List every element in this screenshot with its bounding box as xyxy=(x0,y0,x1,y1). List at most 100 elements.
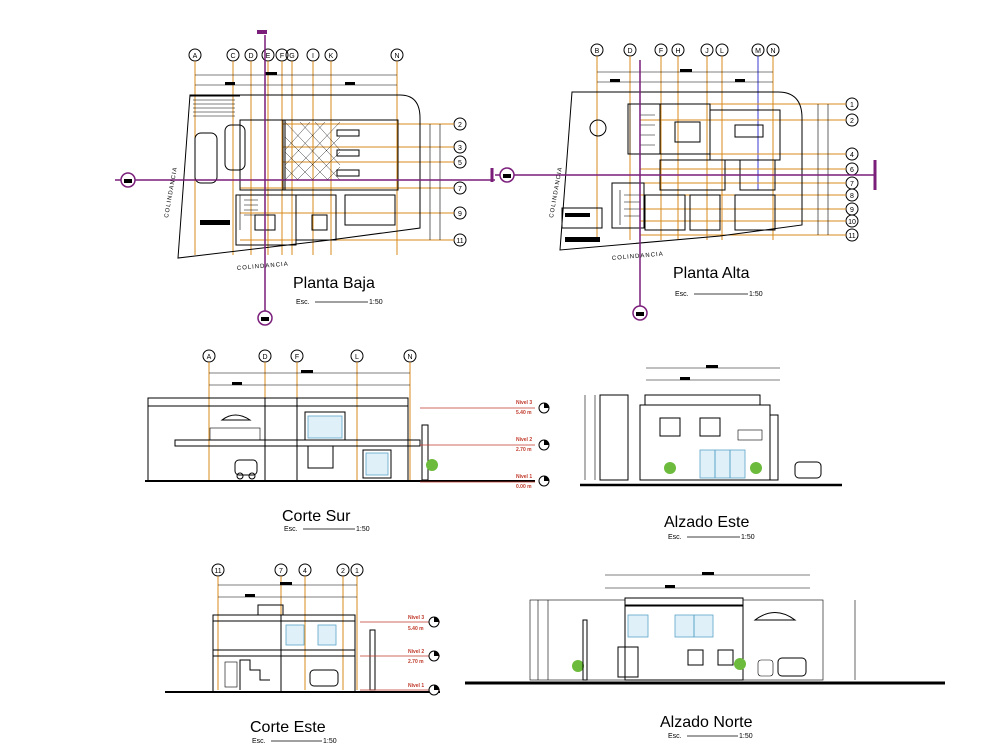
svg-text:5: 5 xyxy=(458,160,462,167)
level-name: Nivel 3 xyxy=(408,615,424,621)
alzado-norte-scale-value: 1:50 xyxy=(739,733,753,740)
section-marker-icon xyxy=(257,310,273,326)
level-name: Nivel 2 xyxy=(516,437,532,443)
svg-text:2: 2 xyxy=(458,122,462,129)
level-value: 5.40 m xyxy=(408,626,424,632)
svg-text:H: H xyxy=(675,48,680,55)
car-icon xyxy=(194,132,218,184)
axis-bubble-3: 3 xyxy=(283,140,467,154)
section-marker-icon xyxy=(632,305,648,321)
car-icon xyxy=(309,669,339,687)
corte-sur-section xyxy=(145,397,535,482)
alzado-norte-scale-label: Esc. xyxy=(668,733,682,740)
corte-sur-drawing: A D F L N xyxy=(145,349,550,533)
svg-text:N: N xyxy=(394,53,399,60)
axis-bubble-6: 6 xyxy=(640,162,859,176)
alzado-este-scale-value: 1:50 xyxy=(741,534,755,541)
planta-alta-section-markers xyxy=(490,60,877,321)
axis-bubble-d: D xyxy=(244,48,258,255)
level-marker-icon xyxy=(428,684,440,696)
svg-text:D: D xyxy=(262,354,267,361)
axis-bubble-2: 2 xyxy=(283,117,467,131)
axis-bubble-i: I xyxy=(306,48,320,255)
planta-alta-row-axes: 1 2 4 6 7 8 9 10 11 xyxy=(640,97,859,242)
svg-text:7: 7 xyxy=(279,568,283,575)
axis-bubble-11: 11 xyxy=(211,563,225,690)
level-marker-icon xyxy=(538,402,550,414)
axis-bubble-j: J xyxy=(700,43,714,240)
svg-text:J: J xyxy=(705,48,709,55)
svg-text:B: B xyxy=(595,48,600,55)
level-value: 0.00 m xyxy=(516,484,532,490)
level-name: Nivel 2 xyxy=(408,649,424,655)
corte-este-title: Corte Este xyxy=(250,719,326,736)
axis-bubble-5: 5 xyxy=(283,155,467,169)
planta-alta-dimensions xyxy=(597,69,773,83)
axis-bubble-2: 2 xyxy=(640,113,859,127)
svg-text:G: G xyxy=(289,53,294,60)
boundary-label-south: COLINDANCIA xyxy=(237,261,289,272)
level-marker-icon xyxy=(538,475,550,487)
planta-alta-title: Planta Alta xyxy=(673,265,750,282)
svg-text:11: 11 xyxy=(848,233,855,240)
svg-text:F: F xyxy=(659,48,663,55)
svg-text:9: 9 xyxy=(850,207,854,214)
car-icon xyxy=(794,461,822,479)
alzado-este-drawing: Alzado Este Esc. 1:50 xyxy=(580,365,842,541)
svg-text:N: N xyxy=(407,354,412,361)
planta-alta-scale-value: 1:50 xyxy=(749,291,763,298)
car-icon xyxy=(224,124,246,171)
planta-alta-scale-label: Esc. xyxy=(675,291,689,298)
tree-icon xyxy=(572,660,584,672)
level-name: Nivel 3 xyxy=(516,400,532,406)
corte-este-drawing: 11 7 4 2 1 Nivel 3 xyxy=(165,563,440,745)
svg-text:K: K xyxy=(329,53,334,60)
axis-bubble-4: 4 xyxy=(298,563,312,690)
car-icon xyxy=(757,659,774,677)
corte-este-column-axes: 11 7 4 2 1 xyxy=(211,563,364,690)
svg-text:4: 4 xyxy=(303,568,307,575)
corte-este-scale-label: Esc. xyxy=(252,738,266,745)
axis-bubble-n: N xyxy=(766,43,780,240)
level-name: Nivel 1 xyxy=(516,474,532,480)
alzado-este-title: Alzado Este xyxy=(664,514,749,531)
svg-text:1: 1 xyxy=(355,568,359,575)
axis-bubble-10: 10 xyxy=(640,214,859,228)
car-icon xyxy=(777,657,807,677)
corte-sur-levels: Nivel 3 5.40 m Nivel 2 2.70 m Nivel 1 0.… xyxy=(420,400,550,490)
axis-bubble-l: L xyxy=(715,43,729,240)
level-marker-icon xyxy=(538,439,550,451)
boundary-label-south: COLINDANCIA xyxy=(612,251,664,262)
svg-text:7: 7 xyxy=(850,181,854,188)
svg-text:I: I xyxy=(312,53,314,60)
axis-bubble-9: 9 xyxy=(240,206,467,220)
planta-baja-title: Planta Baja xyxy=(293,275,375,292)
car-icon xyxy=(234,459,258,476)
corte-este-section xyxy=(165,604,440,693)
axis-bubble-f: F xyxy=(654,43,668,240)
svg-text:9: 9 xyxy=(458,211,462,218)
level-marker-icon xyxy=(428,616,440,628)
svg-text:4: 4 xyxy=(850,152,854,159)
axis-bubble-7: 7 xyxy=(240,181,467,195)
axis-bubble-a: A xyxy=(202,349,216,482)
planta-alta-floorplan xyxy=(559,91,803,251)
alzado-norte-title: Alzado Norte xyxy=(660,714,753,731)
svg-text:11: 11 xyxy=(456,238,463,245)
axis-bubble-1: 1 xyxy=(350,563,364,690)
axis-bubble-l: L xyxy=(350,349,364,482)
svg-text:6: 6 xyxy=(850,167,854,174)
svg-text:F: F xyxy=(295,354,299,361)
planta-baja-section-markers xyxy=(115,30,495,326)
axis-bubble-2: 2 xyxy=(336,563,350,690)
planta-baja-column-axes: A C D E F G I K N xyxy=(188,48,404,255)
tree-icon xyxy=(750,462,762,474)
axis-bubble-m: M xyxy=(751,43,765,190)
svg-text:M: M xyxy=(755,48,761,55)
corte-sur-title: Corte Sur xyxy=(282,508,351,525)
level-value: 5.40 m xyxy=(516,410,532,416)
svg-text:L: L xyxy=(720,48,724,55)
level-value: 2.70 m xyxy=(408,659,424,665)
axis-bubble-7: 7 xyxy=(640,176,859,190)
